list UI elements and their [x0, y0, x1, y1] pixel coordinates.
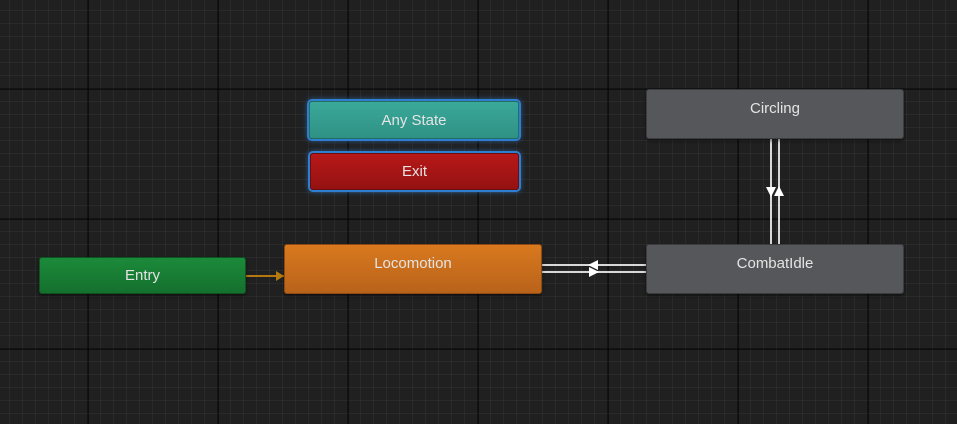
- exit-node[interactable]: Exit: [310, 153, 519, 190]
- circling-to-combatidle-arrow: [766, 187, 776, 197]
- locomotion-state-node[interactable]: Locomotion: [284, 244, 542, 294]
- locomotion-to-combatidle-arrow: [589, 267, 599, 277]
- entry-node[interactable]: Entry: [39, 257, 246, 294]
- exit-node-label: Exit: [401, 163, 427, 180]
- locomotion-state-label: Locomotion: [374, 255, 452, 272]
- circling-state-node[interactable]: Circling: [646, 89, 904, 139]
- any-state-label: Any State: [381, 111, 447, 129]
- entry-node-label: Entry: [124, 267, 160, 284]
- entry-to-locomotion-arrow: [276, 271, 284, 281]
- combatidle-state-node[interactable]: CombatIdle: [646, 244, 904, 294]
- combatidle-to-locomotion-arrow: [588, 260, 598, 270]
- combatidle-state-label: CombatIdle: [736, 255, 814, 272]
- combatidle-to-circling-arrow: [774, 186, 784, 196]
- circling-state-label: Circling: [749, 100, 800, 117]
- any-state-node[interactable]: Any State: [309, 101, 519, 139]
